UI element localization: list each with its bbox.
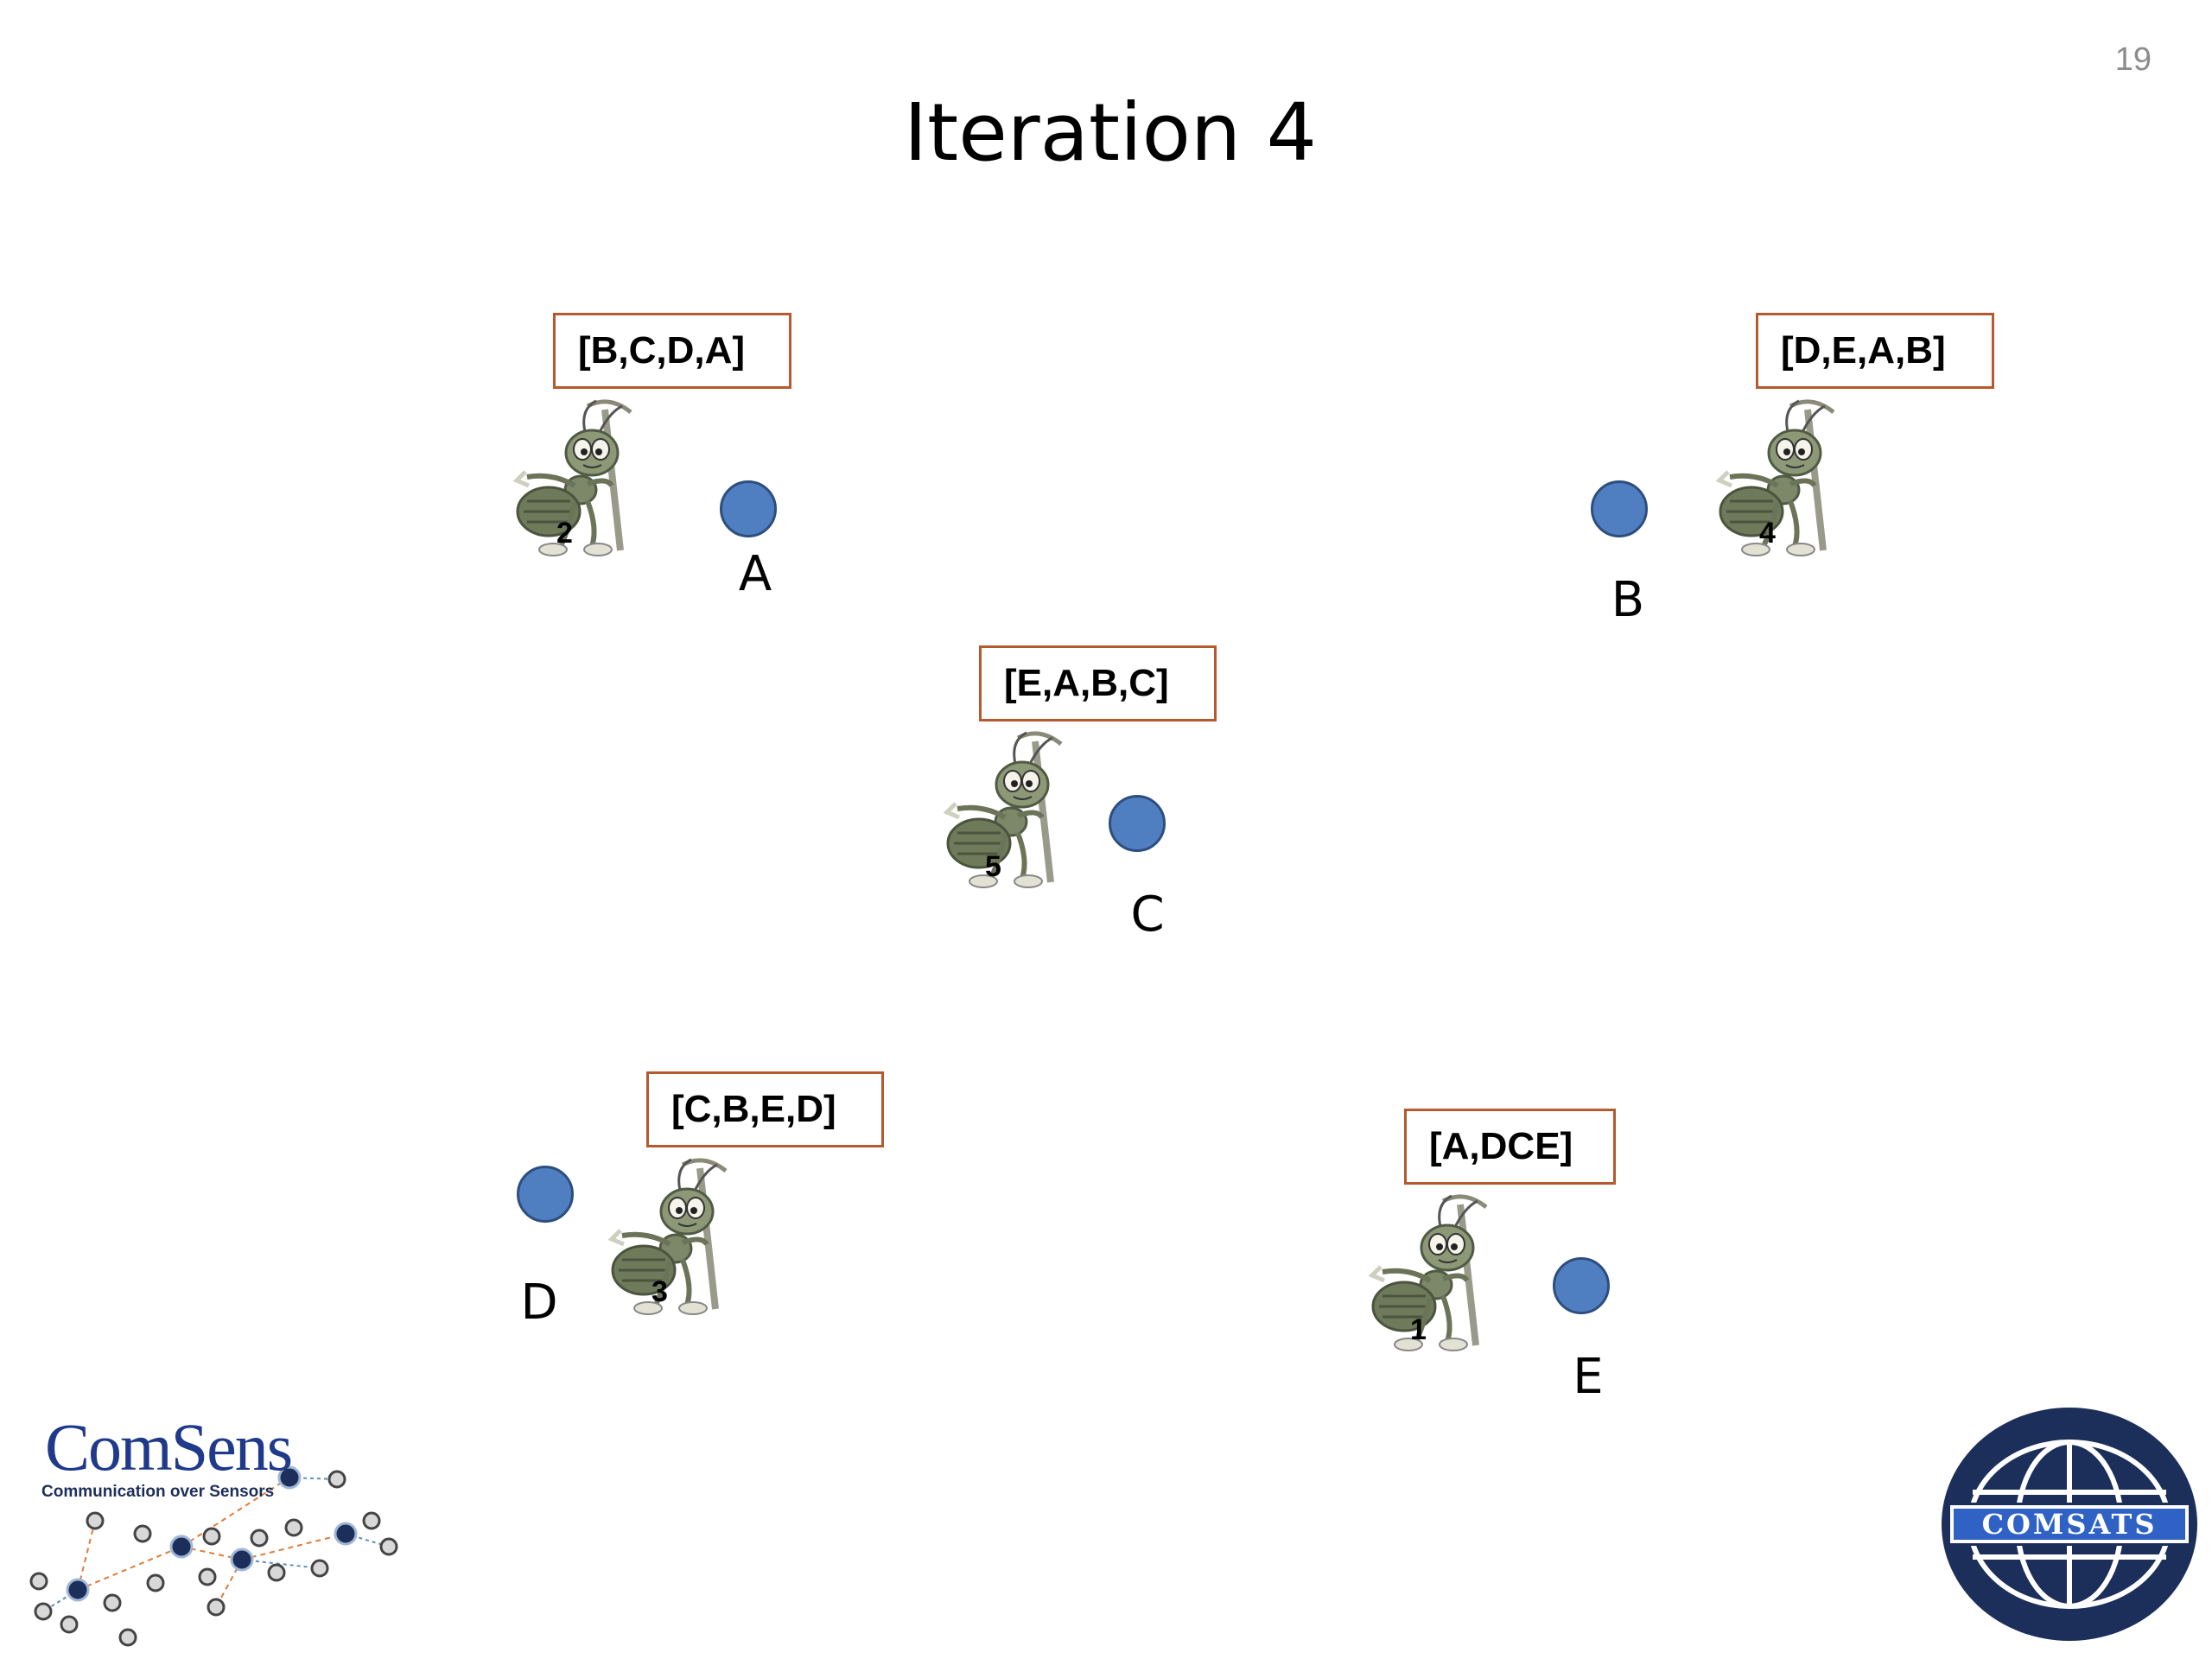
node-label-c: C bbox=[1130, 887, 1165, 943]
slide-title: Iteration 4 bbox=[903, 86, 1317, 179]
tour-box-ant-3: [C,B,E,D] bbox=[646, 1071, 884, 1147]
node-c bbox=[1109, 795, 1166, 852]
node-label-a: A bbox=[738, 546, 772, 602]
node-label-b: B bbox=[1611, 572, 1645, 628]
comsens-logo: ComSens Communication over Sensors bbox=[26, 1409, 406, 1650]
comsens-wordmark: ComSens bbox=[45, 1409, 293, 1484]
tour-box-ant-1: [A,DCE] bbox=[1404, 1109, 1616, 1185]
tour-box-ant-5: [E,A,B,C] bbox=[979, 645, 1217, 721]
ant-number: 5 bbox=[985, 850, 1001, 883]
node-b bbox=[1591, 480, 1648, 537]
node-label-d: D bbox=[520, 1274, 558, 1331]
node-label-e: E bbox=[1573, 1349, 1604, 1405]
ant-icon bbox=[596, 1149, 769, 1322]
comsens-network-icon bbox=[29, 1465, 398, 1647]
node-e bbox=[1553, 1257, 1610, 1314]
ant-icon bbox=[931, 722, 1104, 895]
ant-icon bbox=[501, 391, 674, 563]
ant-icon bbox=[1704, 391, 1877, 563]
ant-number: 3 bbox=[652, 1275, 668, 1308]
tour-box-ant-4: [D,E,A,B] bbox=[1756, 313, 1994, 389]
comsats-logo: COMSATS bbox=[1940, 1406, 2199, 1643]
node-d bbox=[517, 1166, 574, 1223]
ant-number: 1 bbox=[1410, 1313, 1427, 1346]
comsats-wordmark: COMSATS bbox=[1981, 1508, 2158, 1541]
ant-number: 4 bbox=[1759, 517, 1776, 550]
globe-icon bbox=[1942, 1408, 2197, 1641]
comsens-tagline: Communication over Sensors bbox=[41, 1483, 275, 1501]
ant-number: 2 bbox=[556, 517, 573, 550]
node-a bbox=[720, 480, 777, 537]
ant-icon bbox=[1357, 1185, 1529, 1358]
page-number: 19 bbox=[2114, 41, 2152, 78]
tour-box-ant-2: [B,C,D,A] bbox=[553, 313, 791, 389]
